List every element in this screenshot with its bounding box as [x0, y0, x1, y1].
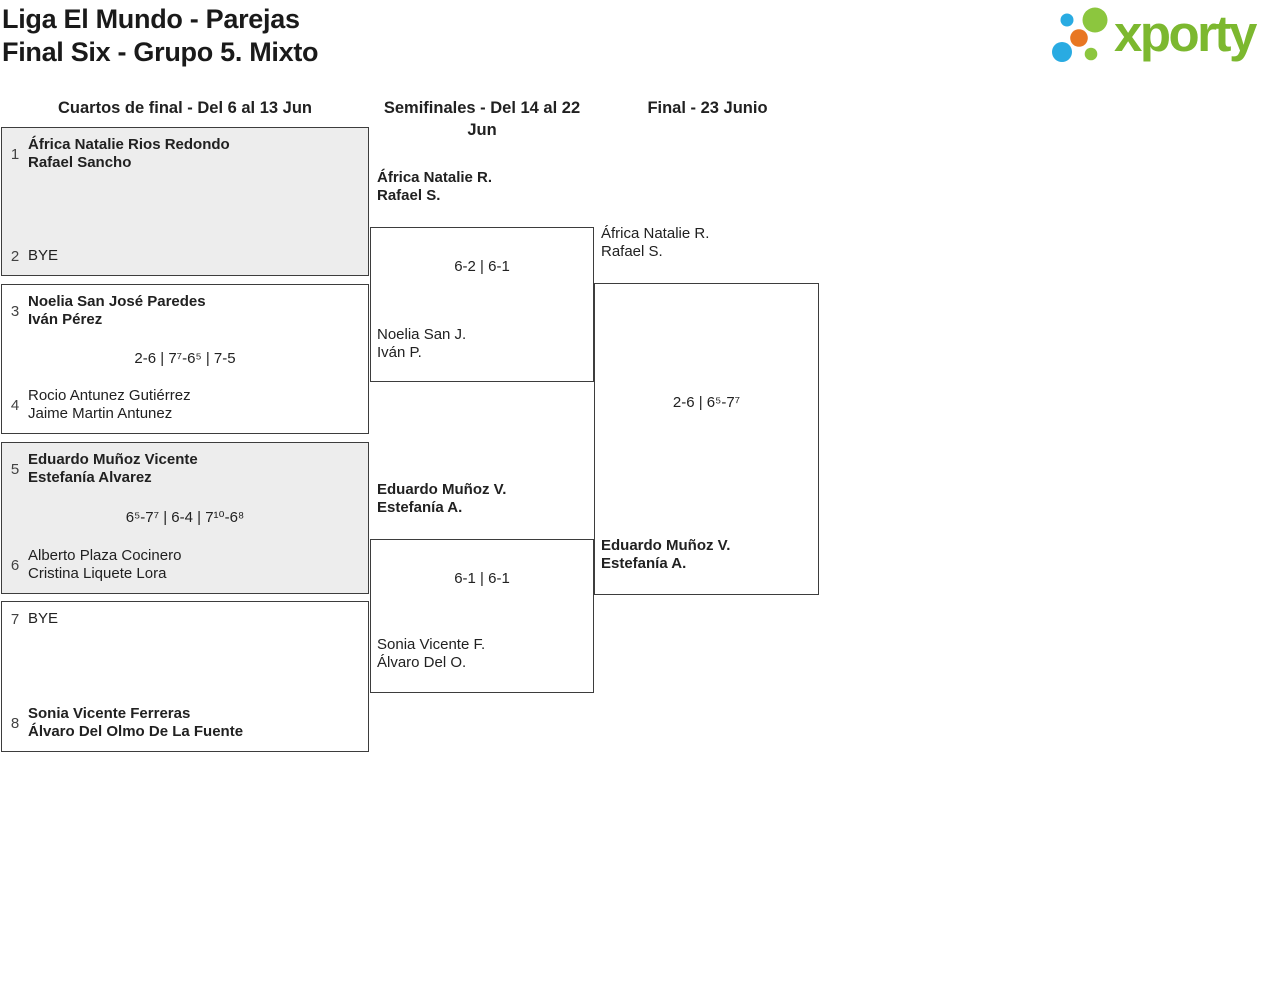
- team-name: Sonia Vicente Ferreras Álvaro Del Olmo D…: [28, 705, 244, 740]
- tournament-title: Liga El Mundo - Parejas Final Six - Grup…: [2, 3, 319, 69]
- tournament-title-line1: Liga El Mundo - Parejas: [2, 4, 300, 34]
- quarterfinal-match-2: 3 Noelia San José Paredes Iván Pérez 2-6…: [1, 284, 369, 434]
- team-name: Eduardo Muñoz Vicente Estefanía Alvarez: [28, 451, 198, 486]
- semifinal-match-1: [370, 227, 594, 382]
- quarterfinal-match-4: 7 BYE 8 Sonia Vicente Ferreras Álvaro De…: [1, 601, 369, 752]
- semifinal-match-2: [370, 539, 594, 693]
- team-row: 4 Rocio Antunez Gutiérrez Jaime Martin A…: [2, 387, 368, 423]
- match-score: 2-6 | 6⁵-7⁷: [672, 394, 741, 411]
- team-name: Alberto Plaza Cocinero Cristina Liquete …: [28, 547, 182, 582]
- seed-number: 3: [10, 302, 20, 320]
- xporty-logo-text: xporty: [1114, 5, 1258, 62]
- round-header-semifinals: Semifinales - Del 14 al 22 Jun: [383, 99, 581, 139]
- seed-number: 1: [10, 145, 20, 163]
- round-header-quarterfinals: Cuartos de final - Del 6 al 13 Jun: [58, 99, 312, 117]
- team-name: BYE: [28, 247, 59, 264]
- seed-number: 4: [10, 396, 20, 414]
- seed-number: 5: [10, 460, 20, 478]
- team-row: 8 Sonia Vicente Ferreras Álvaro Del Olmo…: [2, 705, 368, 741]
- team-name: BYE: [28, 610, 59, 627]
- round-header-final: Final - 23 Junio: [647, 99, 768, 117]
- team-row: 6 Alberto Plaza Cocinero Cristina Liquet…: [2, 547, 368, 583]
- quarterfinal-match-3: 5 Eduardo Muñoz Vicente Estefanía Alvare…: [1, 442, 369, 594]
- team-name: Eduardo Muñoz V. Estefanía A.: [377, 481, 507, 516]
- match-score: 2-6 | 7⁷-6⁵ | 7-5: [134, 349, 236, 367]
- final-match: [594, 283, 819, 595]
- team-name: África Natalie R. Rafael S.: [377, 169, 493, 204]
- team-row: 3 Noelia San José Paredes Iván Pérez: [2, 293, 368, 329]
- team-name: África Natalie Rios Redondo Rafael Sanch…: [28, 136, 230, 171]
- team-name: Noelia San J. Iván P.: [377, 326, 467, 361]
- xporty-logo-dots-icon: xporty: [1052, 5, 1261, 62]
- team-name: Rocio Antunez Gutiérrez Jaime Martin Ant…: [28, 387, 191, 422]
- match-score: 6-1 | 6-1: [454, 570, 510, 587]
- team-name: Eduardo Muñoz V. Estefanía A.: [601, 537, 731, 572]
- team-row: 7 BYE: [2, 610, 368, 628]
- team-name: Noelia San José Paredes Iván Pérez: [28, 293, 206, 328]
- tournament-title-line2: Final Six - Grupo 5. Mixto: [2, 37, 319, 67]
- team-name: África Natalie R. Rafael S.: [601, 225, 710, 260]
- team-row: 1 África Natalie Rios Redondo Rafael San…: [2, 136, 368, 172]
- seed-number: 2: [10, 247, 20, 265]
- match-score: 6-2 | 6-1: [454, 258, 510, 275]
- seed-number: 7: [10, 610, 20, 628]
- team-row: 5 Eduardo Muñoz Vicente Estefanía Alvare…: [2, 451, 368, 487]
- team-row: 2 BYE: [2, 247, 368, 265]
- match-score: 6⁵-7⁷ | 6-4 | 7¹⁰-6⁸: [125, 509, 245, 526]
- quarterfinal-match-1: 1 África Natalie Rios Redondo Rafael San…: [1, 127, 369, 276]
- seed-number: 8: [10, 714, 20, 732]
- team-name: Sonia Vicente F. Álvaro Del O.: [377, 636, 486, 671]
- seed-number: 6: [10, 556, 20, 574]
- xporty-logo[interactable]: xporty: [1048, 3, 1274, 67]
